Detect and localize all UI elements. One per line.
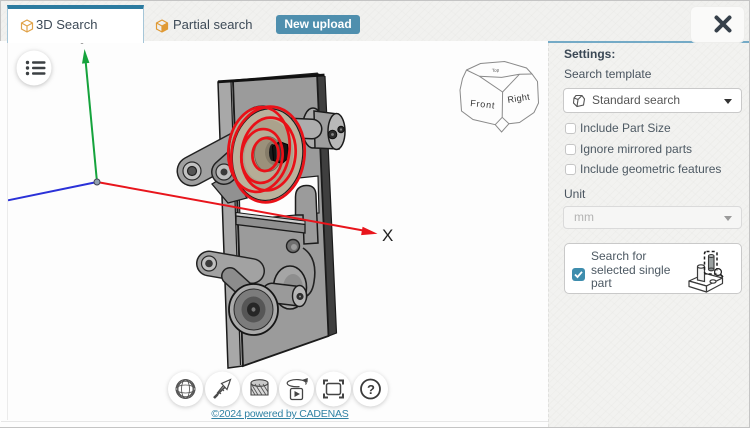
svg-text:X: X: [382, 226, 393, 245]
svg-text:Top: Top: [492, 67, 500, 73]
svg-text:Front: Front: [470, 98, 496, 111]
svg-text:Right: Right: [507, 92, 531, 105]
svg-text:?: ?: [367, 382, 375, 397]
